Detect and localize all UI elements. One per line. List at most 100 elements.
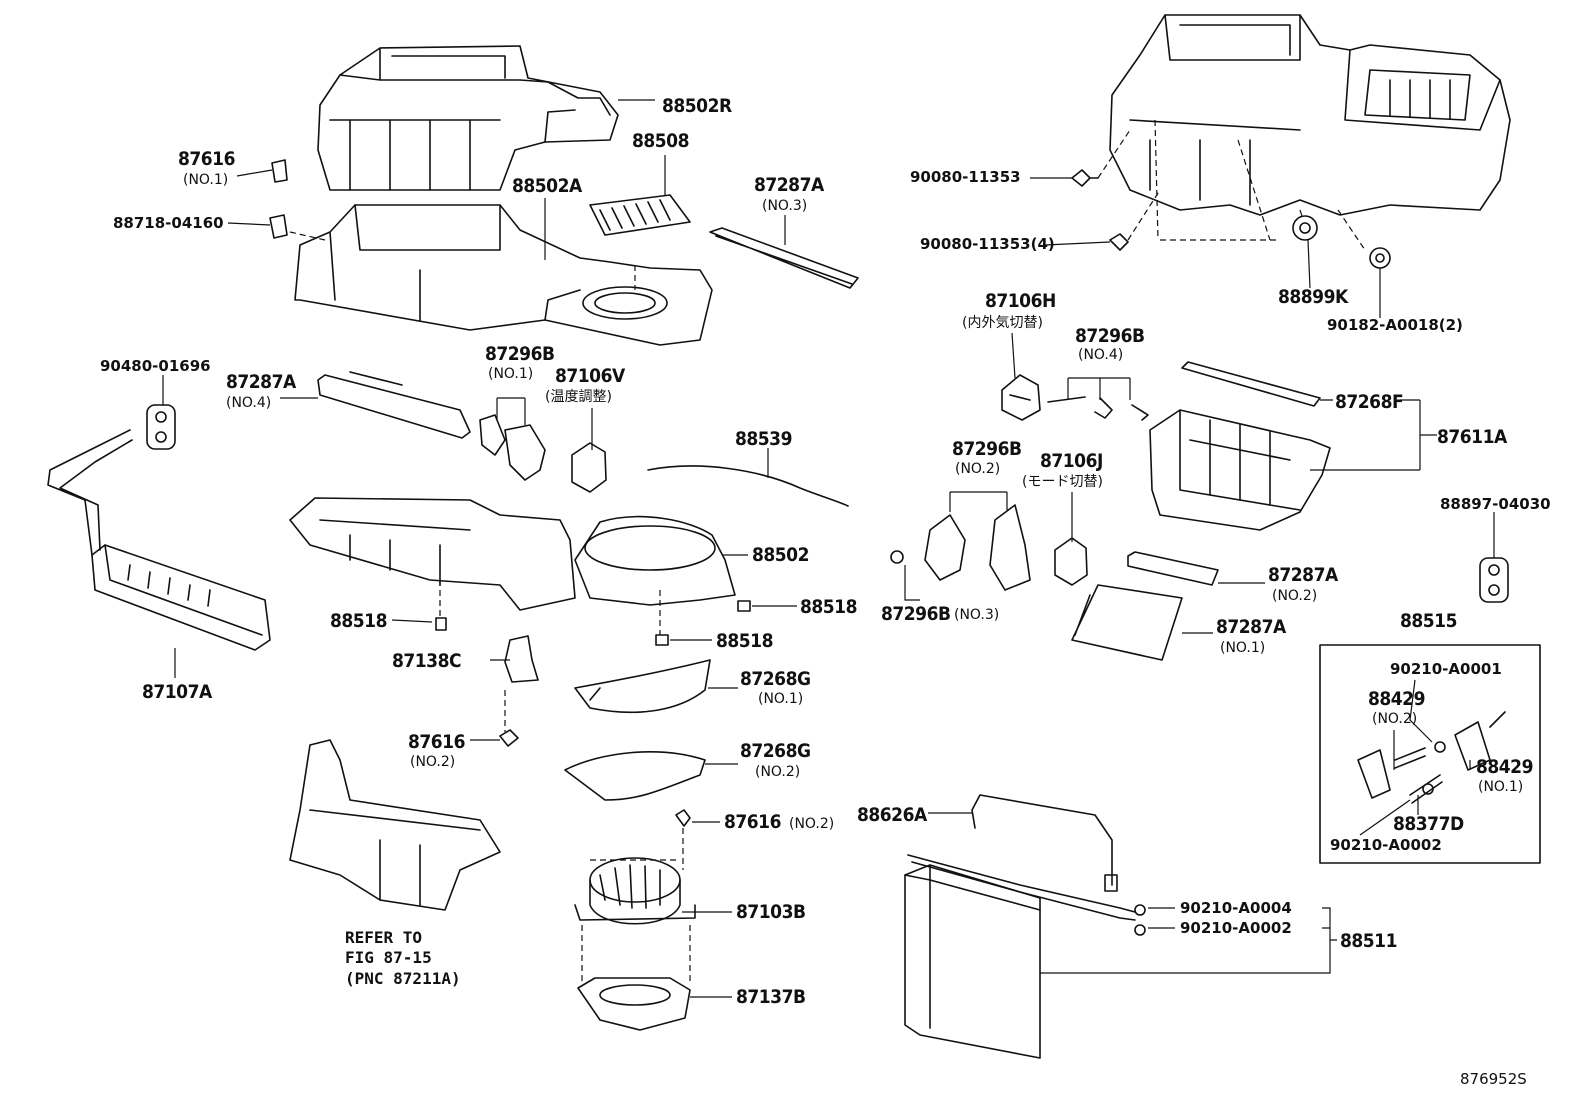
- label-88515: 88515: [1400, 610, 1457, 632]
- screw-90080-b-drawing: [1109, 233, 1129, 251]
- scroll-cover-87268G-no2-drawing: [564, 751, 706, 801]
- servo-87106J-drawing: [1054, 537, 1088, 586]
- sensor-88626A-drawing: [971, 794, 1118, 892]
- blower-motor-87103B-drawing: [574, 857, 696, 925]
- label-87616-no2-center-sub: (NO.2): [789, 816, 835, 832]
- label-87107A: 87107A: [142, 681, 212, 703]
- label-88539: 88539: [735, 428, 792, 450]
- label-87106H-sub: (内外気切替): [962, 315, 1043, 331]
- label-90080-11353-4: 90080-11353(4): [920, 235, 1055, 253]
- upper-case-housing-drawing: [317, 45, 619, 191]
- label-87616-no2-center: 87616: [724, 811, 781, 833]
- clip-87616-drawing: [271, 159, 288, 183]
- screw-90080-a-drawing: [1071, 169, 1099, 187]
- clip-88518-b-drawing: [737, 600, 751, 612]
- label-87296B-no3: 87296B: [881, 603, 951, 625]
- hose-88539-drawing: [647, 465, 849, 507]
- air-filter-88508-drawing: [589, 194, 691, 236]
- label-88502R: 88502R: [662, 95, 732, 117]
- label-87287A-no4-sub: (NO.4): [226, 395, 272, 411]
- label-87616-no1-sub: (NO.1): [183, 172, 229, 188]
- expansion-valve-88515-drawing: [1319, 644, 1541, 864]
- label-87106J: 87106J: [1040, 450, 1103, 472]
- bracket-88897-drawing: [1479, 557, 1509, 603]
- label-87296B-no2-sub: (NO.2): [955, 461, 1001, 477]
- label-87268G-no2-sub: (NO.2): [755, 764, 801, 780]
- label-88897-04030: 88897-04030: [1440, 495, 1551, 513]
- filter-strip-no3-drawing: [709, 227, 859, 289]
- linkage-87296B-no1-drawing: [479, 414, 546, 481]
- label-87611A: 87611A: [1437, 426, 1507, 448]
- reference-line-2: FIG 87-15: [345, 948, 432, 968]
- label-88899K: 88899K: [1278, 286, 1348, 308]
- reference-line-1: REFER TO: [345, 928, 423, 947]
- label-88429-no1-sub: (NO.1): [1478, 779, 1524, 795]
- label-88429-no1: 88429: [1476, 756, 1533, 778]
- label-87106V-sub: (温度調整): [545, 389, 612, 405]
- servo-87106H-drawing: [1001, 374, 1041, 421]
- label-88502: 88502: [752, 544, 809, 566]
- label-87296B-no3-sub: (NO.3): [954, 607, 1000, 623]
- label-87287A-no2: 87287A: [1268, 564, 1338, 586]
- label-87616-no1: 87616: [178, 148, 235, 170]
- label-90210-A0004: 90210-A0004: [1180, 899, 1292, 917]
- label-87287A-no1: 87287A: [1216, 616, 1286, 638]
- label-88626A: 88626A: [857, 804, 927, 826]
- case-87611A-drawing: [1149, 361, 1331, 531]
- label-87103B: 87103B: [736, 901, 806, 923]
- label-90080-11353: 90080-11353: [910, 168, 1021, 186]
- label-87268G-no2: 87268G: [740, 740, 811, 762]
- label-87268G-no1: 87268G: [740, 668, 811, 690]
- label-87287A-no3-sub: (NO.3): [762, 198, 808, 214]
- label-87616-no2-left-sub: (NO.2): [410, 754, 456, 770]
- label-87616-no2-left: 87616: [408, 731, 465, 753]
- door-87287A-no1-drawing: [1071, 584, 1183, 661]
- label-87138C: 87138C: [392, 650, 462, 672]
- label-87268G-no1-sub: (NO.1): [758, 691, 804, 707]
- clip-90182-drawing: [1369, 247, 1391, 269]
- label-87296B-no4-sub: (NO.4): [1078, 347, 1124, 363]
- blower-cover-87137B-drawing: [577, 977, 691, 1031]
- label-88518-left: 88518: [330, 610, 387, 632]
- reference-line-3: (PNC 87211A): [345, 968, 461, 988]
- label-87296B-no1-sub: (NO.1): [488, 366, 534, 382]
- linkage-87296B-no4-drawing: [1047, 396, 1149, 421]
- label-87287A-no3: 87287A: [754, 174, 824, 196]
- heater-core-87107A-drawing: [47, 429, 271, 651]
- clip-88718-drawing: [269, 214, 288, 239]
- label-88518-right: 88518: [800, 596, 857, 618]
- label-88511: 88511: [1340, 930, 1397, 952]
- label-87287A-no1-sub: (NO.1): [1220, 640, 1266, 656]
- door-87287A-no2-drawing: [1127, 551, 1219, 586]
- label-88718-04160: 88718-04160: [113, 214, 224, 232]
- label-88508: 88508: [632, 130, 689, 152]
- label-87296B-no1: 87296B: [485, 343, 555, 365]
- evaporator-88511-drawing: [904, 854, 1146, 1059]
- actuator-87138C-drawing: [504, 635, 539, 683]
- servo-87106V-drawing: [571, 442, 607, 493]
- label-87287A-no4: 87287A: [226, 371, 296, 393]
- label-87287A-no2-sub: (NO.2): [1272, 588, 1318, 604]
- clip-88518-c-drawing: [655, 634, 669, 646]
- diagram-code: 876952S: [1460, 1070, 1527, 1088]
- label-87296B-no2: 87296B: [952, 438, 1022, 460]
- clip-88518-a-drawing: [435, 617, 447, 631]
- label-88377D: 88377D: [1393, 813, 1464, 835]
- screw-87616-b-drawing: [499, 729, 519, 747]
- label-90210-A0002-evap: 90210-A0002: [1180, 919, 1292, 937]
- main-case-88502-drawing: [289, 497, 736, 611]
- duct-87211A-drawing: [289, 739, 501, 911]
- label-87296B-no4: 87296B: [1075, 325, 1145, 347]
- label-87106V: 87106V: [555, 365, 625, 387]
- label-88429-no2: 88429: [1368, 688, 1425, 710]
- linkage-87296B-no2-drawing: [890, 504, 1031, 591]
- label-87106H: 87106H: [985, 290, 1056, 312]
- label-90210-A0002-box: 90210-A0002: [1330, 836, 1442, 854]
- screw-87616-c-drawing: [675, 809, 691, 827]
- label-88518-center: 88518: [716, 630, 773, 652]
- label-90182-A0018: 90182-A0018(2): [1327, 316, 1463, 334]
- door-87287A-no4-drawing: [317, 371, 471, 439]
- label-87106J-sub: (モード切替): [1022, 474, 1103, 490]
- label-88502A: 88502A: [512, 175, 582, 197]
- bracket-90480-drawing: [146, 404, 176, 450]
